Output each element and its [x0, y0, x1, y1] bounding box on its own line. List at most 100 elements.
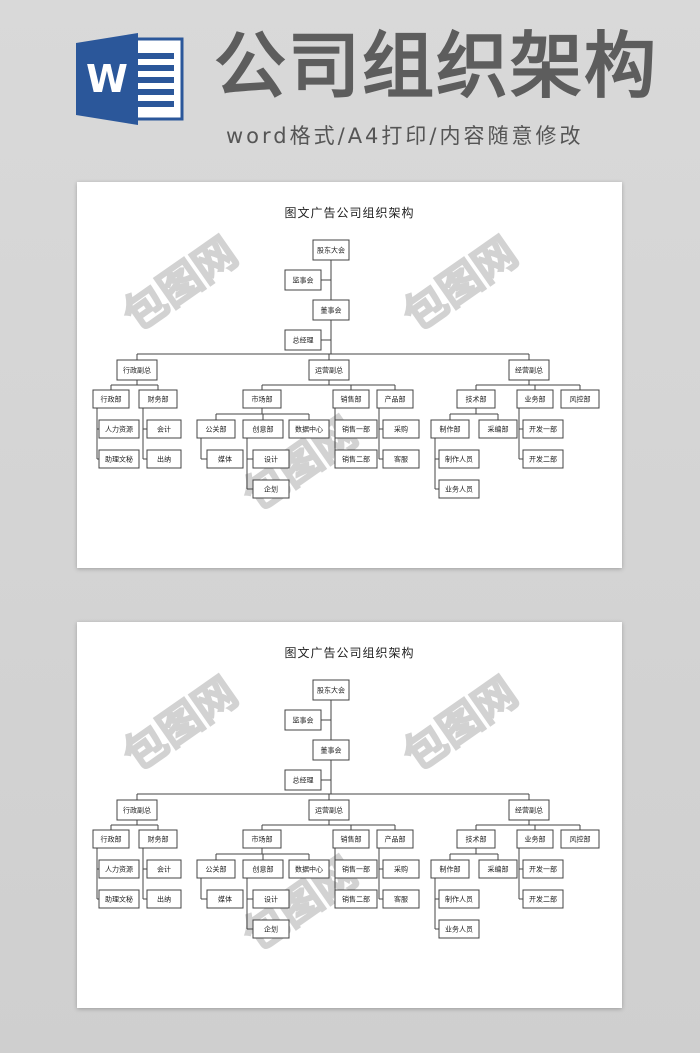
- org-node-xzfz: 行政副总: [116, 799, 158, 821]
- org-node-label: 开发二部: [529, 895, 557, 904]
- org-node-label: 风控部: [570, 395, 591, 404]
- org-node-label: 媒体: [218, 895, 232, 904]
- org-node-label: 制作人员: [445, 455, 473, 464]
- org-node-label: 企划: [264, 485, 278, 494]
- org-chart-2: 包图网包图网包图网股东大会监事会董事会总经理行政副总运营副总经营副总行政部财务部…: [92, 667, 600, 961]
- org-node-box: [312, 239, 350, 261]
- org-node-label: 人力资源: [105, 425, 133, 434]
- org-node-box: [456, 829, 496, 849]
- org-node-label: 公关部: [206, 425, 227, 434]
- org-node-kf: 客服: [382, 889, 420, 909]
- org-node-cpb: 产品部: [376, 829, 414, 849]
- org-node-label: 技术部: [466, 835, 487, 844]
- org-node-box: [376, 829, 414, 849]
- org-node-scb: 市场部: [242, 829, 282, 849]
- org-node-label: 采编部: [488, 425, 509, 434]
- org-node-label: 行政部: [101, 395, 122, 404]
- org-node-label: 运营副总: [315, 366, 343, 375]
- org-node-dsh: 董事会: [312, 739, 350, 761]
- org-node-label: 业务部: [525, 395, 546, 404]
- org-node-label: 市场部: [252, 835, 273, 844]
- org-node-label: 设计: [264, 455, 278, 464]
- org-node-xzfz: 行政副总: [116, 359, 158, 381]
- org-node-label: 经营副总: [515, 806, 543, 815]
- org-node-box: [196, 419, 236, 439]
- org-node-label: 销售部: [341, 835, 362, 844]
- org-node-box: [98, 889, 140, 909]
- org-node-label: 销售二部: [342, 455, 370, 464]
- org-node-box: [516, 389, 554, 409]
- org-node-label: 业务人员: [445, 485, 473, 494]
- org-node-cpb: 产品部: [376, 389, 414, 409]
- org-node-box: [284, 709, 322, 731]
- org-node-ywry: 业务人员: [438, 919, 480, 939]
- org-node-gdhy: 股东大会: [312, 239, 350, 261]
- org-node-sjzx: 数据中心: [288, 419, 330, 439]
- org-node-label: 销售部: [341, 395, 362, 404]
- org-node-label: 数据中心: [295, 425, 323, 434]
- org-node-label: 公关部: [206, 865, 227, 874]
- org-node-box: [522, 449, 564, 469]
- org-node-cwb: 财务部: [138, 389, 178, 409]
- org-node-jsh: 监事会: [284, 709, 322, 731]
- org-node-box: [334, 449, 378, 469]
- org-node-box: [242, 419, 284, 439]
- org-node-box: [332, 829, 370, 849]
- org-node-label: 风控部: [570, 835, 591, 844]
- org-node-label: 客服: [394, 455, 408, 464]
- org-node-box: [438, 449, 480, 469]
- org-node-xzb: 行政部: [92, 389, 130, 409]
- org-node-label: 开发二部: [529, 455, 557, 464]
- org-node-label: 运营副总: [315, 806, 343, 815]
- org-node-label: 开发一部: [529, 865, 557, 874]
- org-node-gdhy: 股东大会: [312, 679, 350, 701]
- org-node-label: 董事会: [321, 746, 342, 755]
- org-node-box: [522, 859, 564, 879]
- org-node-yyfz: 运营副总: [308, 799, 350, 821]
- org-node-box: [516, 829, 554, 849]
- org-node-kj: 会计: [146, 859, 182, 879]
- org-node-cn: 出纳: [146, 889, 182, 909]
- org-node-sj: 设计: [252, 449, 290, 469]
- document-page-1: 图文广告公司组织架构 包图网包图网包图网股东大会监事会董事会总经理行政副总运营副…: [77, 182, 622, 568]
- org-node-label: 创意部: [253, 865, 274, 874]
- org-node-label: 业务人员: [445, 925, 473, 934]
- org-node-scb: 市场部: [242, 389, 282, 409]
- org-node-mt: 媒体: [206, 449, 244, 469]
- org-node-zzb: 制作部: [430, 859, 470, 879]
- org-node-box: [382, 449, 420, 469]
- org-node-label: 人力资源: [105, 865, 133, 874]
- org-node-box: [146, 419, 182, 439]
- org-node-ggb: 公关部: [196, 859, 236, 879]
- org-node-box: [308, 359, 350, 381]
- org-node-box: [382, 889, 420, 909]
- org-node-box: [478, 419, 518, 439]
- org-node-jsb: 技术部: [456, 829, 496, 849]
- subtitle: word格式/A4打印/内容随意修改: [226, 124, 584, 148]
- org-node-box: [146, 859, 182, 879]
- org-node-sjzx: 数据中心: [288, 859, 330, 879]
- org-node-box: [98, 449, 140, 469]
- org-node-box: [334, 419, 378, 439]
- org-node-zzry: 制作人员: [438, 889, 480, 909]
- org-node-box: [438, 919, 480, 939]
- org-node-rlzy: 人力资源: [98, 859, 140, 879]
- org-node-mt: 媒体: [206, 889, 244, 909]
- org-node-zlwm: 助理文秘: [98, 449, 140, 469]
- org-node-label: 股东大会: [317, 686, 345, 695]
- org-node-sj: 设计: [252, 889, 290, 909]
- org-node-box: [438, 889, 480, 909]
- document-page-2: 图文广告公司组织架构 包图网包图网包图网股东大会监事会董事会总经理行政副总运营副…: [77, 622, 622, 1008]
- watermark: 包图网: [395, 668, 526, 780]
- org-node-box: [98, 419, 140, 439]
- org-node-box: [560, 389, 600, 409]
- org-node-box: [252, 479, 290, 499]
- org-node-label: 监事会: [293, 716, 314, 725]
- org-node-label: 技术部: [466, 395, 487, 404]
- org-node-cyb: 创意部: [242, 859, 284, 879]
- org-node-box: [116, 799, 158, 821]
- org-node-box: [430, 859, 470, 879]
- org-node-label: 行政副总: [123, 806, 151, 815]
- org-node-label: 制作人员: [445, 895, 473, 904]
- watermark: 包图网: [115, 668, 246, 780]
